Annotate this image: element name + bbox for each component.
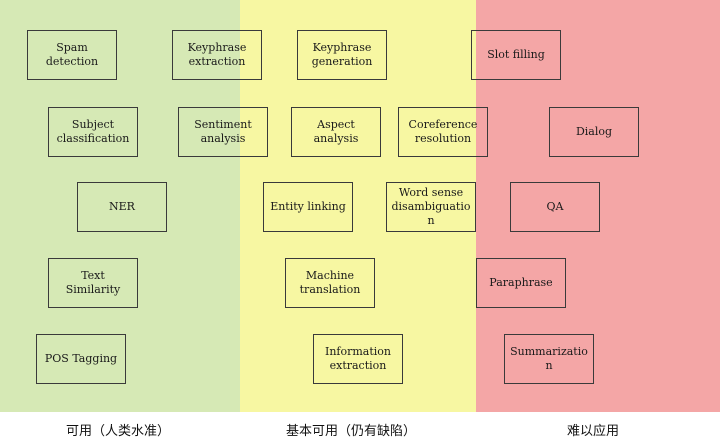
zone-usable xyxy=(0,0,240,412)
task-machine-translation: Machine translation xyxy=(285,258,375,308)
task-pos-tagging: POS Tagging xyxy=(36,334,126,384)
task-keyphrase-extraction: Keyphrase extraction xyxy=(172,30,262,80)
task-entity-linking: Entity linking xyxy=(263,182,353,232)
task-word-sense-disambiguation: Word sense disambiguatio n xyxy=(386,182,476,232)
zone-label-hard: 难以应用 xyxy=(567,424,620,439)
zone-label-basic: 基本可用（仍有缺陷） xyxy=(286,424,417,439)
task-subject-classification: Subject classification xyxy=(48,107,138,157)
task-paraphrase: Paraphrase xyxy=(476,258,566,308)
zone-hard xyxy=(476,0,720,412)
task-aspect-analysis: Aspect analysis xyxy=(291,107,381,157)
zone-basic xyxy=(240,0,476,412)
task-dialog: Dialog xyxy=(549,107,639,157)
task-qa: QA xyxy=(510,182,600,232)
task-keyphrase-generation: Keyphrase generation xyxy=(297,30,387,80)
task-text-similarity: Text Similarity xyxy=(48,258,138,308)
task-coreference-resolution: Coreference resolution xyxy=(398,107,488,157)
zone-label-usable: 可用（人类水准） xyxy=(66,424,171,439)
task-slot-filling: Slot filling xyxy=(471,30,561,80)
task-spam-detection: Spam detection xyxy=(27,30,117,80)
task-summarization: Summarizatio n xyxy=(504,334,594,384)
task-sentiment-analysis: Sentiment analysis xyxy=(178,107,268,157)
task-ner: NER xyxy=(77,182,167,232)
task-information-extraction: Information extraction xyxy=(313,334,403,384)
